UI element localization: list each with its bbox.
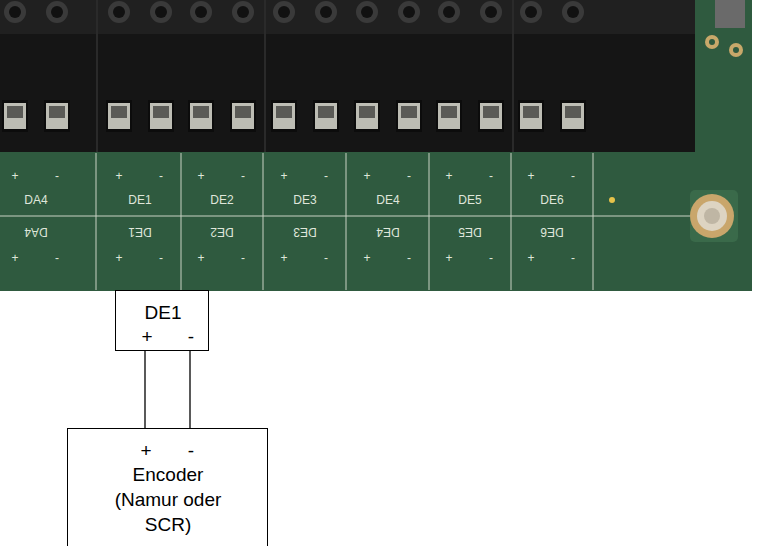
polarity-mark: - bbox=[407, 251, 411, 265]
polarity-mark: + bbox=[11, 251, 18, 265]
polarity-mark: - bbox=[489, 169, 493, 183]
polarity-mark: + bbox=[115, 251, 122, 265]
polarity-mark: - bbox=[407, 169, 411, 183]
polarity-mark: + bbox=[11, 169, 18, 183]
polarity-mark: - bbox=[241, 251, 245, 265]
signal-wire bbox=[144, 351, 145, 428]
polarity-mark: - bbox=[241, 169, 245, 183]
polarity-mark: - bbox=[324, 251, 328, 265]
polarity-mark: - bbox=[571, 251, 575, 265]
polarity-mark: + bbox=[140, 438, 151, 463]
polarity-mark: - bbox=[324, 169, 328, 183]
polarity-mark: + bbox=[445, 169, 452, 183]
terminal-name: DE1 bbox=[128, 225, 151, 239]
terminal-name: DE2 bbox=[210, 193, 233, 207]
polarity-mark: - bbox=[159, 169, 163, 183]
terminal-name: DE6 bbox=[540, 225, 563, 239]
polarity-mark: + bbox=[115, 169, 122, 183]
polarity-mark: + bbox=[363, 169, 370, 183]
encoder-box: + -Encoder (Namur oder SCR) bbox=[67, 428, 268, 546]
polarity-mark: + bbox=[527, 251, 534, 265]
terminal-name: DE2 bbox=[210, 225, 233, 239]
terminal-name: DE3 bbox=[293, 193, 316, 207]
polarity-mark: - bbox=[571, 169, 575, 183]
terminal-name: DE5 bbox=[458, 193, 481, 207]
polarity-mark: - bbox=[489, 251, 493, 265]
polarity-mark: + bbox=[280, 251, 287, 265]
polarity-mark: + bbox=[141, 324, 152, 349]
polarity-mark: - bbox=[55, 169, 59, 183]
terminal-name: DE4 bbox=[376, 193, 399, 207]
polarity-mark: + bbox=[197, 169, 204, 183]
terminal-name: DE6 bbox=[540, 193, 563, 207]
device-name: Encoder (Namur oder SCR) bbox=[106, 462, 230, 537]
terminal-name: DE5 bbox=[458, 225, 481, 239]
terminal-name: DE1 bbox=[128, 193, 151, 207]
terminal-box: DE1+ - bbox=[115, 290, 209, 351]
polarity-mark: - bbox=[188, 324, 194, 349]
polarity-mark: + bbox=[363, 251, 370, 265]
polarity-mark: + bbox=[280, 169, 287, 183]
polarity-mark: - bbox=[188, 438, 194, 463]
polarity-mark: + bbox=[445, 251, 452, 265]
terminal-name: DA4 bbox=[24, 193, 47, 207]
signal-wire bbox=[189, 351, 190, 428]
terminal-name: DE1 bbox=[145, 300, 182, 325]
polarity-mark: + bbox=[527, 169, 534, 183]
terminal-name: DA4 bbox=[24, 225, 47, 239]
terminal-name: DE3 bbox=[293, 225, 316, 239]
polarity-mark: - bbox=[159, 251, 163, 265]
polarity-mark: - bbox=[55, 251, 59, 265]
polarity-mark: + bbox=[197, 251, 204, 265]
terminal-name: DE4 bbox=[376, 225, 399, 239]
